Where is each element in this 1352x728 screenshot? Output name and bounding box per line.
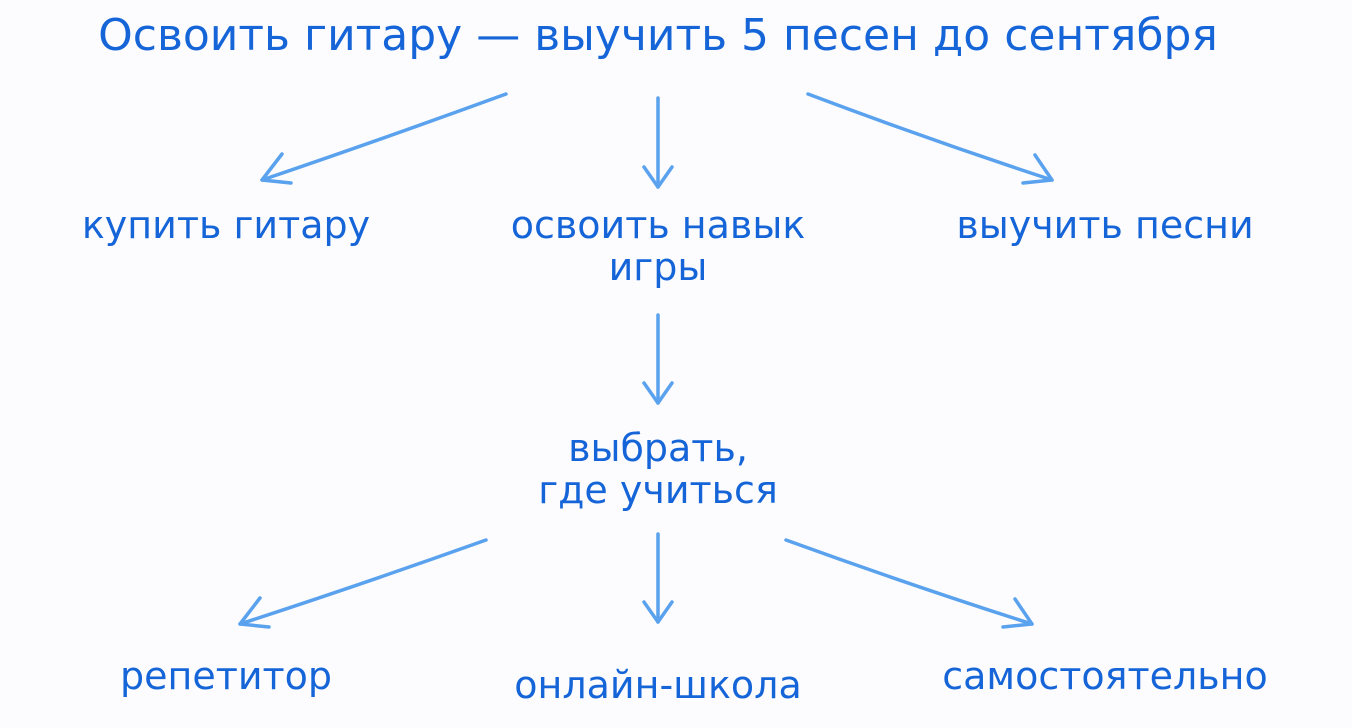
goal-title: Освоить гитару — выучить 5 песен до сент…	[98, 10, 1218, 61]
node-master-skill: освоить навык игры	[510, 203, 806, 289]
node-online-school: онлайн-школа	[514, 663, 802, 707]
node-choose-where-line1: выбрать,	[568, 426, 748, 470]
node-tutor: репетитор	[119, 654, 333, 698]
node-self-study: самостоятельно	[942, 654, 1268, 698]
arrow-choose-to-online	[642, 532, 674, 624]
arrow-title-to-buy	[260, 92, 508, 185]
arrow-title-to-skill	[642, 96, 674, 189]
node-master-skill-line1: освоить навык	[510, 203, 806, 247]
node-choose-where-line2: где учиться	[538, 467, 778, 512]
arrow-choose-to-self	[784, 538, 1034, 629]
node-buy-guitar: купить гитару	[81, 203, 371, 247]
node-choose-where: выбрать, где учиться	[538, 426, 778, 512]
arrow-title-to-songs	[806, 92, 1054, 185]
node-learn-songs: выучить песни	[956, 203, 1254, 247]
node-master-skill-line2: игры	[608, 244, 708, 289]
arrow-choose-to-tutor	[238, 538, 488, 629]
arrow-skill-to-choose	[642, 313, 674, 405]
